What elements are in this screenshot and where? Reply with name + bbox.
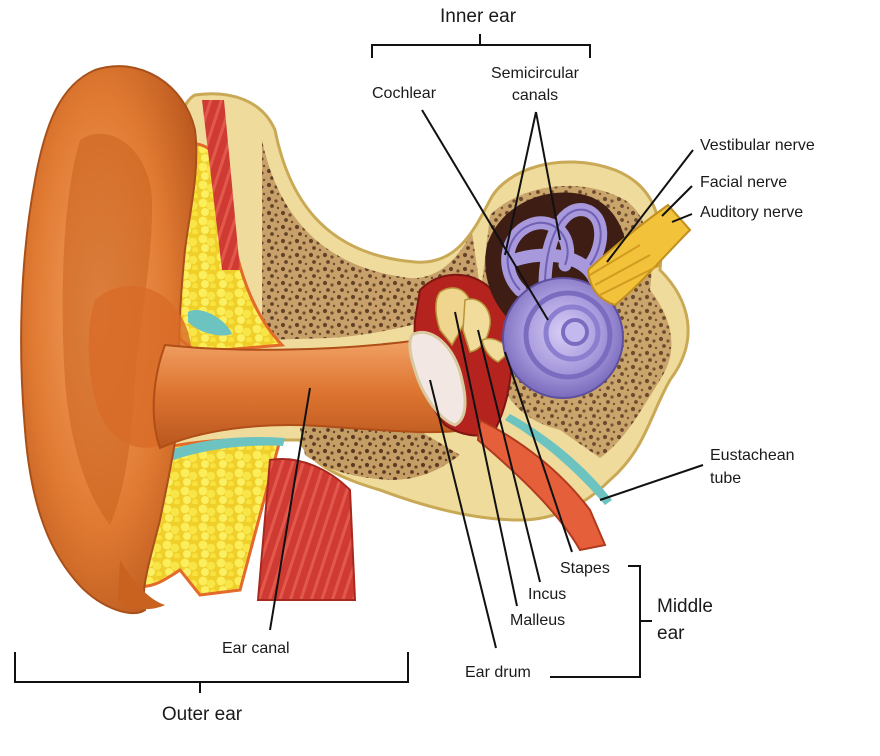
middle-ear-label-line2: ear — [657, 623, 685, 644]
cochlear-label: Cochlear — [372, 85, 437, 102]
inner-ear-bracket — [371, 34, 591, 58]
malleus-bone — [435, 287, 471, 347]
muscle-upper — [202, 100, 240, 270]
middle-ear-label-line1: Middle — [657, 596, 713, 617]
auditory-nerve-label: Auditory nerve — [700, 204, 803, 221]
teal-vessel-2 — [188, 310, 232, 336]
stapes-label: Stapes — [560, 560, 610, 577]
semicircular-canals-label-line1: Semicircular — [491, 65, 580, 82]
incus-label: Incus — [528, 586, 566, 603]
facial-nerve-label: Facial nerve — [700, 174, 787, 191]
vestibular-nerve-label: Vestibular nerve — [700, 137, 815, 154]
eustachean-tube-label-line1: Eustachean — [710, 447, 795, 464]
outer-ear-label: Outer ear — [162, 704, 243, 725]
leader-lines — [269, 109, 704, 649]
eustachian-tube-lining — [505, 414, 612, 505]
earlobe — [118, 560, 165, 610]
eustachean-tube-label-line2: tube — [710, 470, 741, 487]
middle-ear-bracket — [550, 565, 652, 678]
muscle-lower — [256, 458, 357, 601]
ear-drum — [408, 330, 467, 427]
nerve-fibers — [589, 244, 661, 296]
malleus-label: Malleus — [510, 612, 565, 629]
semicircular-canals-label-line2: canals — [512, 87, 558, 104]
spongy-bone-lower — [300, 421, 460, 480]
ear-canal-label: Ear canal — [222, 640, 290, 657]
inner-ear-label: Inner ear — [440, 6, 517, 27]
outer-ear-bracket — [14, 652, 409, 693]
teal-vessel-3 — [165, 436, 285, 462]
ear-drum-label: Ear drum — [465, 664, 531, 681]
cochlea — [502, 277, 624, 399]
